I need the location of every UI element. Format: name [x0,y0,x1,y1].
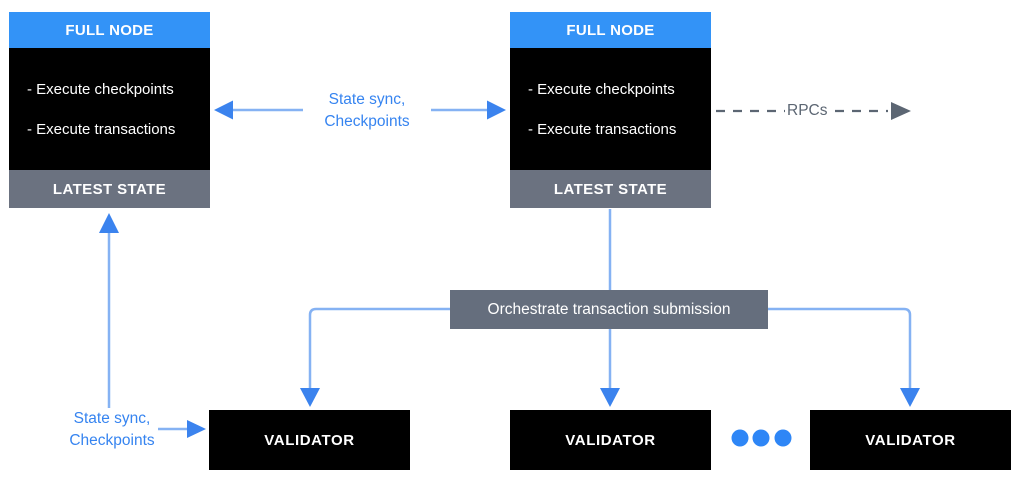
full-node-2-title: FULL NODE [510,12,711,48]
state-sync-label-bottom-line2: Checkpoints [69,432,155,449]
full-node-2-item-checkpoints: - Execute checkpoints [528,80,675,98]
full-node-1-item-checkpoints: - Execute checkpoints [27,80,174,98]
validator-3: VALIDATOR [810,410,1011,470]
orchestrate-to-validator2-arrow [600,329,620,407]
orchestrate-to-validator1-arrow [300,307,450,407]
state-sync-label-top: State sync, Checkpoints [303,89,431,133]
validator-1: VALIDATOR [209,410,410,470]
state-sync-label-bottom: State sync, Checkpoints [37,408,187,452]
validator-2: VALIDATOR [510,410,711,470]
state-sync-label-top-line2: Checkpoints [324,113,410,130]
full-node-1-body: - Execute checkpoints - Execute transact… [9,48,210,170]
full-node-2: FULL NODE - Execute checkpoints - Execut… [510,12,711,208]
full-node-2-item-transactions: - Execute transactions [528,120,677,138]
full-node-1-latest-state: LATEST STATE [9,170,210,208]
validator-to-fullnode1-arrow [99,213,119,408]
full-node-1: FULL NODE - Execute checkpoints - Execut… [9,12,210,208]
full-node-2-latest-state: LATEST STATE [510,170,711,208]
full-node-1-title: FULL NODE [9,12,210,48]
statesync-to-validator1-arrow [158,420,206,438]
full-node-1-item-transactions: - Execute transactions [27,120,176,138]
state-sync-label-bottom-line1: State sync, [73,410,151,427]
full-node-2-body: - Execute checkpoints - Execute transact… [510,48,711,170]
rpcs-label: RPCs [785,101,830,121]
orchestrate-box: Orchestrate transaction submission [450,290,768,329]
ellipsis-dots-icon [731,429,792,447]
state-sync-label-top-line1: State sync, [328,91,406,108]
orchestrate-to-validator3-arrow [768,307,920,407]
